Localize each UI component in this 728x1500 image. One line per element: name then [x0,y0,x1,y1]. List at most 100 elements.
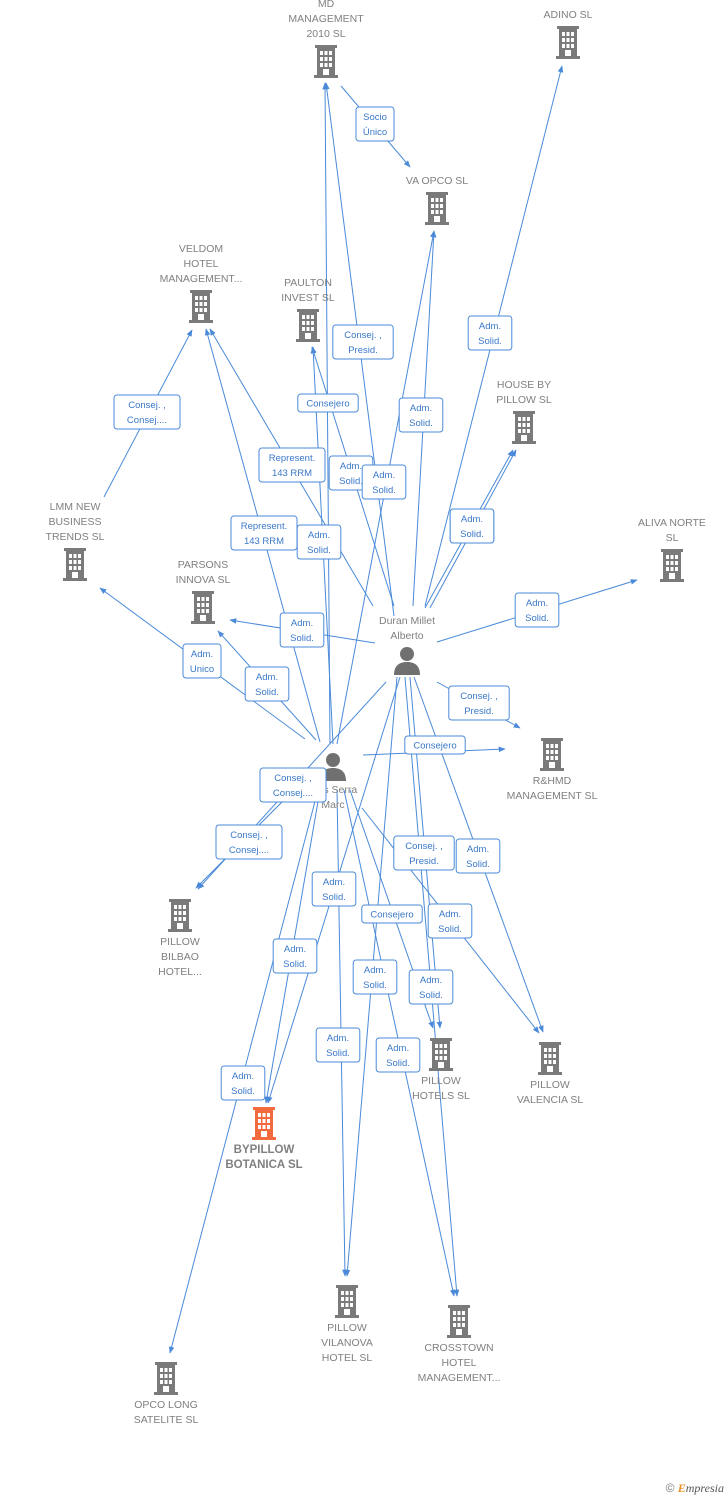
brand-logo[interactable]: Empresia [677,1481,724,1495]
node-label: Alberto [390,630,423,642]
edge-label-text: Consej. , [230,830,268,841]
edge-label-e4[interactable]: Adm.Solid. [398,397,444,433]
edge-label-e28[interactable]: Adm.Solid. [352,959,398,995]
edge-label-e25[interactable]: Consejero [361,904,423,924]
building-icon [296,309,320,342]
edge-label-text: Solid. [339,476,363,487]
edge-label-box [355,106,395,142]
edge-label-text: Adm. [439,909,461,920]
edge-label-text: Solid. [372,485,396,496]
edge-label-e32[interactable]: Adm.Solid. [220,1065,266,1101]
edge-label-text: Adm. [191,649,213,660]
edge-label-box [449,508,495,544]
edge-label-box [352,959,398,995]
edge-label-e11[interactable]: Adm.Solid. [296,524,342,560]
building-icon [540,738,564,771]
edge-label-e24[interactable]: Adm.Solid. [311,871,357,907]
edge-label-e23[interactable]: Adm.Solid. [455,838,501,874]
node-label: HOTEL SL [322,1352,373,1364]
company-node-housebypillow[interactable]: HOUSE BYPILLOW SL [496,379,552,444]
edge-label-e7[interactable]: Represent.143 RRM [258,447,326,483]
building-icon [556,26,580,59]
edge-label-e13[interactable]: Adm.Solid. [449,508,495,544]
node-label: BOTANICA SL [225,1159,302,1171]
node-label: LMM NEW [50,501,101,513]
node-label: BILBAO [161,951,199,963]
company-node-bypillow[interactable]: BYPILLOW BOTANICA SL [225,1107,303,1171]
edge-label-e10[interactable]: Adm. Solid. [361,464,407,500]
edge-label-e6[interactable]: Consejero [297,393,359,413]
node-label: Duran Millet [379,615,435,627]
edge-label-e20[interactable]: Consej. , Consej.... [215,824,283,860]
edge-label-e16[interactable]: Adm.Unico [182,643,222,679]
edge-label-e17[interactable]: Adm.Solid. [244,666,290,702]
edge-label-text: Solid. [460,529,484,540]
edge-label-text: Solid. [438,924,462,935]
edge-label-text: Solid. [322,892,346,903]
edge-label-e29[interactable]: Adm.Solid. [408,969,454,1005]
building-icon [660,549,684,582]
node-label: INVEST SL [281,292,335,304]
node-label: ALIVA NORTE [638,517,706,529]
company-node-veldom[interactable]: VELDOMHOTELMANAGEMENT... [160,243,243,323]
edge-label-e15[interactable]: Adm. Solid. [279,612,325,648]
node-label: PILLOW [160,936,200,948]
company-node-vaopco[interactable]: VA OPCO SL [406,175,468,225]
building-icon [314,45,338,78]
edge-label-text: Adm. [467,844,489,855]
edge-label-text: Único [363,127,387,138]
edge-label-text: Solid. [290,633,314,644]
edge-label-box [244,666,290,702]
company-node-adino[interactable]: ADINO SL [543,9,593,59]
edge-label-box [259,767,327,803]
edge-label-e22[interactable]: Consej. ,Presid. [393,835,455,871]
edge-label-text: Adm. [410,403,432,414]
edge-label-text: Adm. [373,470,395,481]
edge-label-e30[interactable]: Adm.Solid. [315,1027,361,1063]
node-label: BYPILLOW [234,1144,295,1156]
edge-label-e3[interactable]: Adm.Solid. [467,315,513,351]
edge-label-text: Consej. , [405,841,443,852]
company-node-crosstown[interactable]: CROSSTOWNHOTELMANAGEMENT... [418,1305,501,1384]
edge-label-text: Consej.... [229,845,269,856]
node-label: MD [318,0,335,10]
node-label: OPCO LONG [134,1399,198,1411]
edge-label-e5[interactable]: Consej. ,Consej.... [113,394,181,430]
edge-label-e18[interactable]: Consej. ,Presid. [448,685,510,721]
edge-label-text: Adm. [291,618,313,629]
building-icon [191,591,215,624]
edge-label-box [272,938,318,974]
edge-label-text: Adm. [232,1071,254,1082]
edge-label-box [404,735,466,755]
edge-label-e31[interactable]: Adm.Solid. [375,1037,421,1073]
edge-label-box [448,685,510,721]
edge-label-e14[interactable]: Adm.Solid. [514,592,560,628]
edge-label-text: Adm. [364,965,386,976]
edge-label-e27[interactable]: Adm.Solid. [272,938,318,974]
node-label: HOUSE BY [497,379,551,391]
edge-label-e2[interactable]: Consej. ,Presid. [332,324,394,360]
edge-label-e21[interactable]: Consej. ,Consej.... [259,767,327,803]
edge-label-e19[interactable]: Consejero [404,735,466,755]
edge-label-text: 143 RRM [272,468,312,479]
edge-label-e8[interactable]: Represent.143 RRM [230,515,298,551]
node-label: HOTELS SL [412,1090,470,1102]
edge-label-box [408,969,454,1005]
company-node-pillowbilbao[interactable]: PILLOWBILBAOHOTEL... [158,899,202,978]
edge-label-box [514,592,560,628]
building-icon [512,411,536,444]
edge-label-e26[interactable]: Adm. Solid. [427,903,473,939]
